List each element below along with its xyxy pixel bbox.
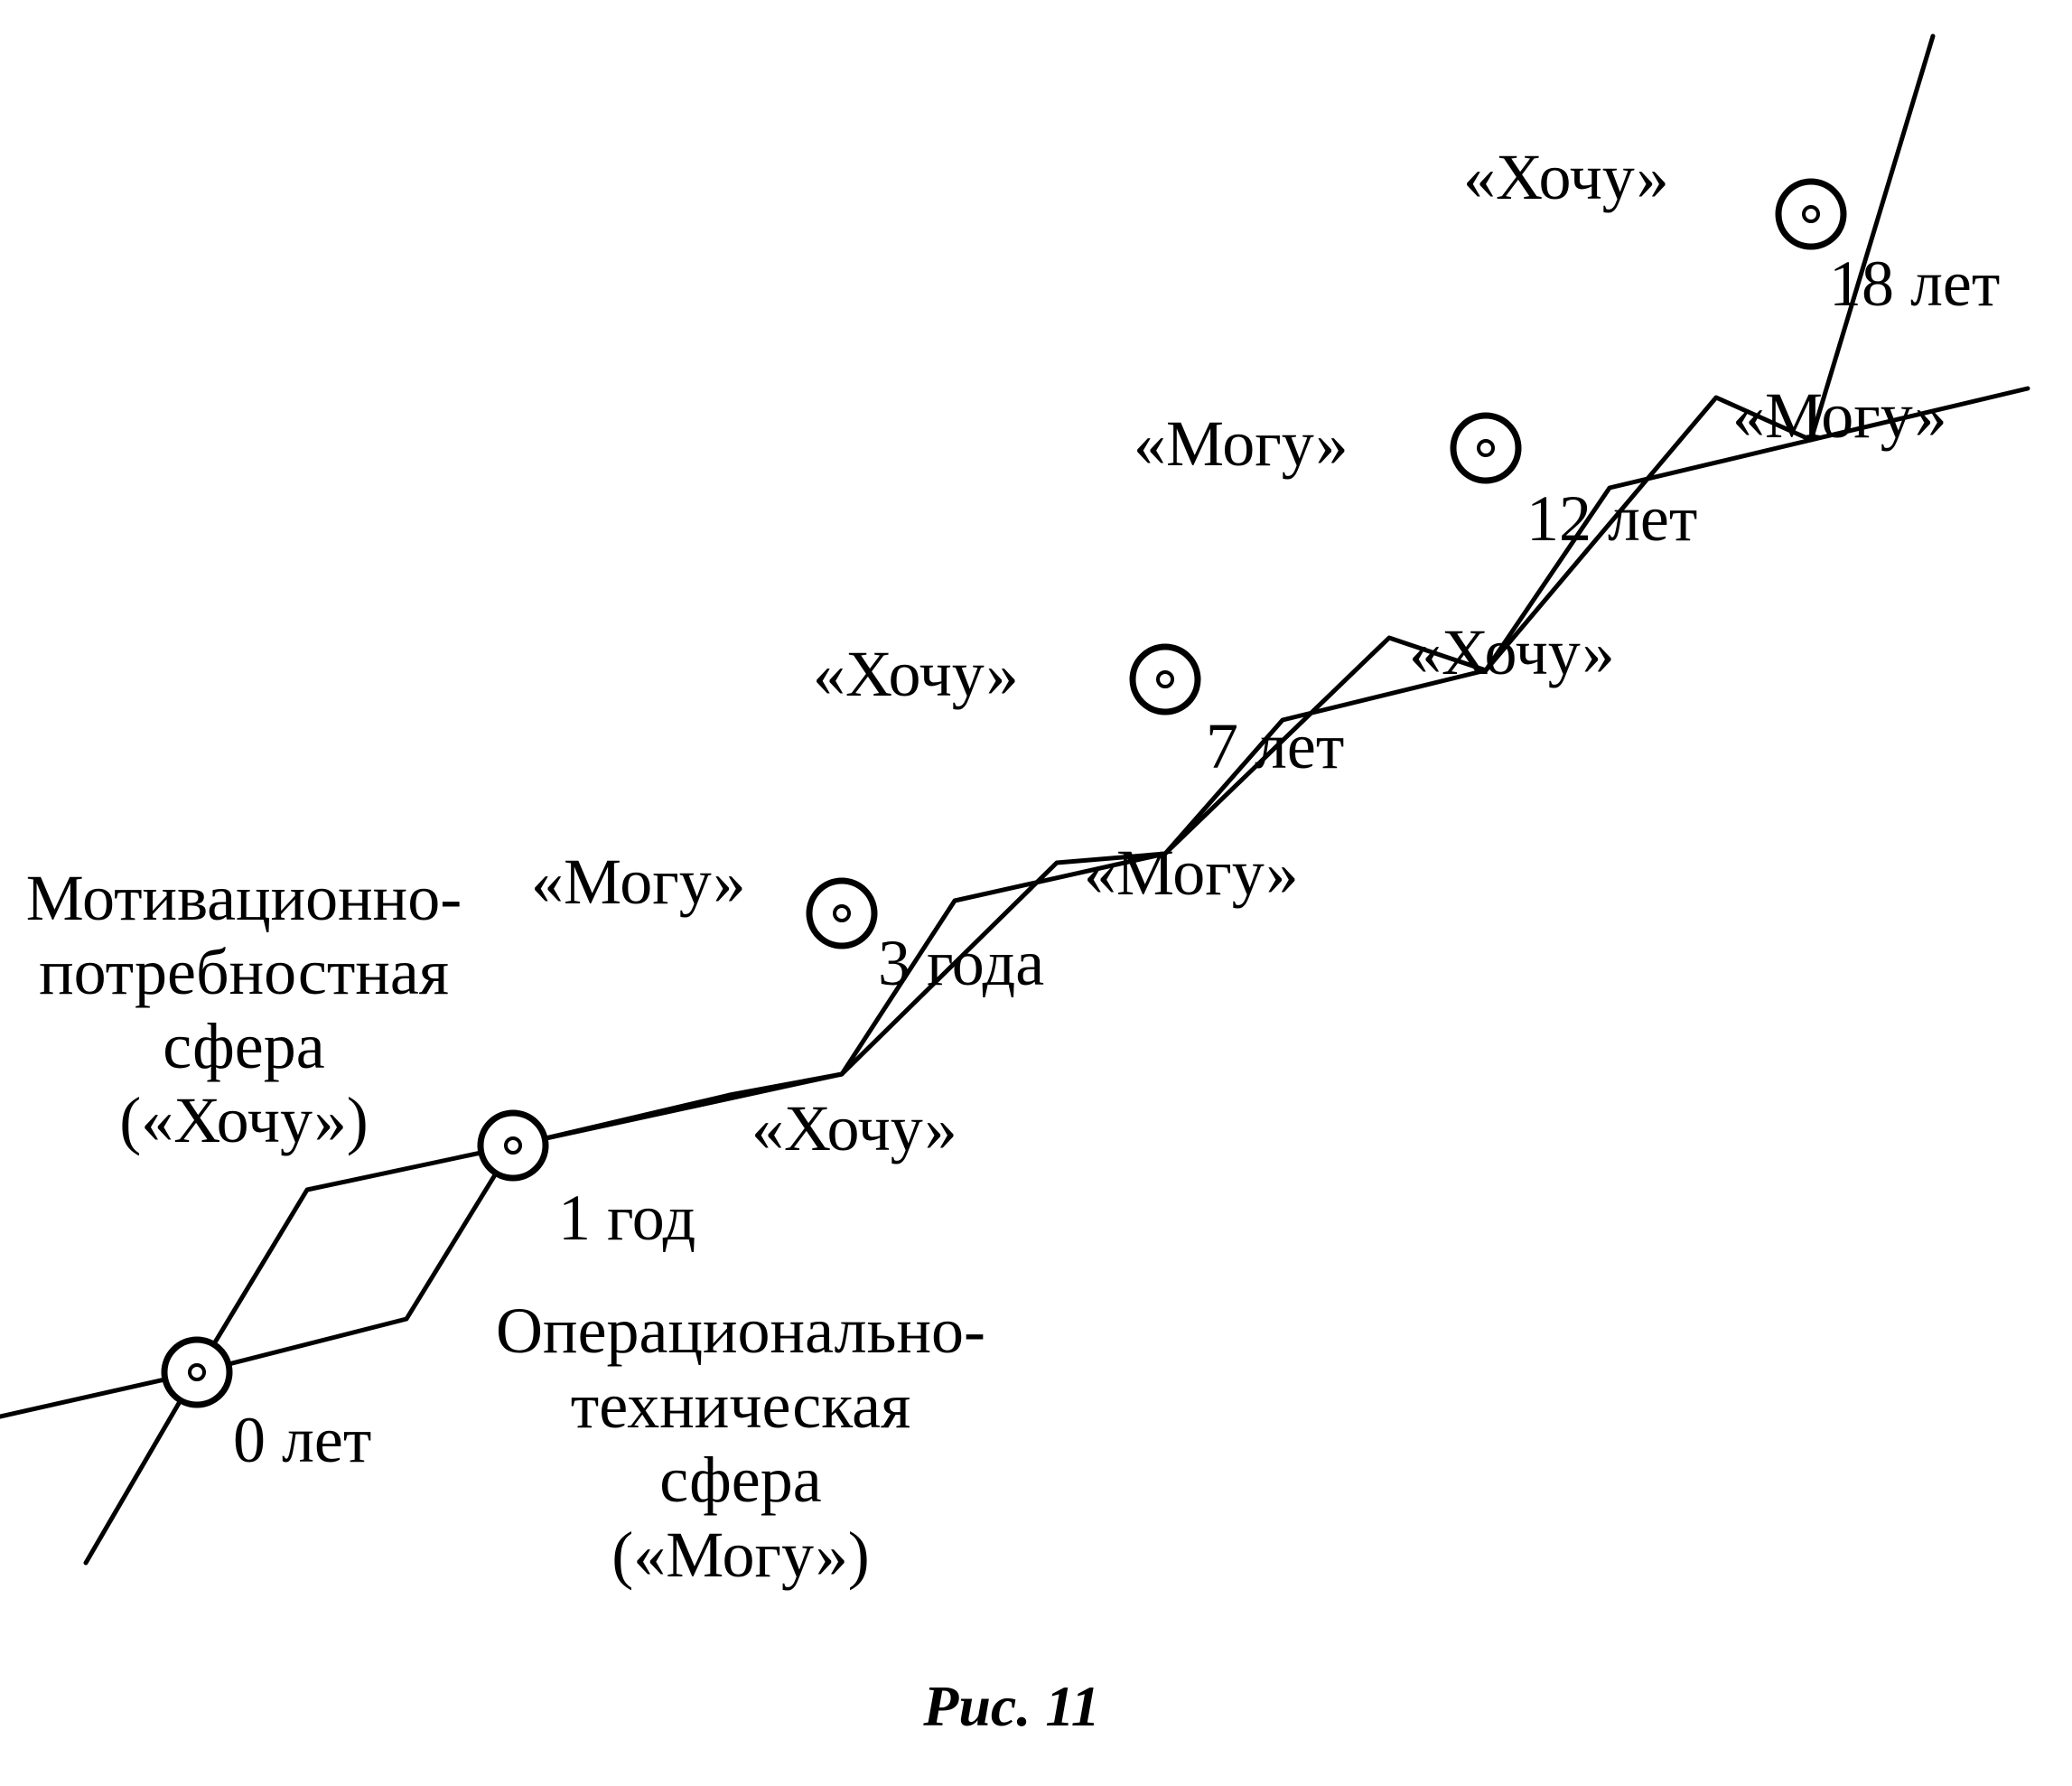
- motivational-sphere-line-3: сфера: [163, 1010, 324, 1082]
- phase-label-p1-upper: «Могу»: [531, 846, 746, 918]
- motivational-sphere-line-4: («Хочу»): [119, 1084, 369, 1156]
- node-dot: [1156, 670, 1174, 688]
- operational-sphere-line-4: («Могу»): [611, 1519, 870, 1591]
- node-0: [161, 1336, 233, 1408]
- age-label-2: 3 года: [878, 927, 1044, 999]
- age-label-4: 12 лет: [1526, 482, 1697, 555]
- age-label-3: 7 лет: [1206, 710, 1344, 782]
- figure-caption: Рис. 11: [922, 1674, 1100, 1738]
- node-dot: [833, 904, 851, 922]
- phase-label-p3-upper: «Могу»: [1134, 407, 1349, 480]
- node-1: [477, 1109, 549, 1182]
- age-label-5: 18 лет: [1829, 248, 2000, 320]
- phase-label-p2-lower: «Могу»: [1084, 837, 1299, 909]
- motivational-sphere-line-1: Мотивационно-: [26, 862, 462, 934]
- node-dot: [188, 1363, 206, 1381]
- operational-line: [83, 33, 1936, 1566]
- operational-sphere-line-3: сфера: [659, 1444, 821, 1516]
- node-3: [1129, 643, 1201, 715]
- motivational-sphere-line-2: потребностная: [39, 936, 449, 1008]
- operational-sphere-line-2: техническая: [571, 1370, 910, 1442]
- operational-sphere-line-1: Операционально-: [496, 1295, 985, 1367]
- node-dot: [1477, 439, 1495, 457]
- motivational-sphere-label: Мотивационно- потребностная сфера («Хочу…: [26, 862, 462, 1156]
- phase-label-p2-upper: «Хочу»: [813, 638, 1019, 710]
- node-dot: [1802, 205, 1820, 223]
- motivational-line: [0, 386, 2030, 1419]
- phase-label-p1-lower: «Хочу»: [751, 1092, 957, 1164]
- node-2: [806, 877, 878, 949]
- phase-label-p3-lower: «Хочу»: [1409, 616, 1615, 688]
- age-label-0: 0 лет: [233, 1404, 371, 1476]
- phase-label-p4-upper: «Хочу»: [1463, 141, 1669, 213]
- node-4: [1450, 412, 1522, 484]
- age-label-1: 1 год: [558, 1182, 695, 1254]
- node-5: [1775, 178, 1847, 250]
- phase-label-p4-lower: «Могу»: [1732, 379, 1947, 452]
- operational-sphere-label: Операционально- техническая сфера («Могу…: [496, 1295, 985, 1591]
- node-dot: [504, 1136, 522, 1155]
